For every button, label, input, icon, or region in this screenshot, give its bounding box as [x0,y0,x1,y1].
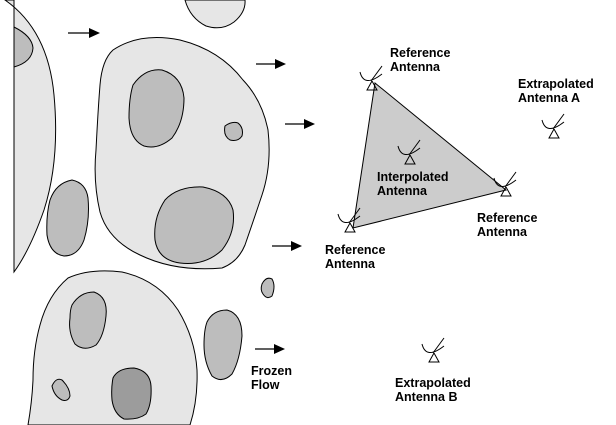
cloud-top [185,0,245,28]
arrow-right-icon [68,28,100,38]
label-reference-left-line1: Reference [325,243,385,257]
label-extrapolated-b-line2: Antenna B [395,390,458,404]
antenna-icon [422,338,444,362]
cloud-small-1 [47,180,89,256]
label-reference-top-line2: Antenna [390,60,441,74]
label-reference-right-line1: Reference [477,211,537,225]
cloud-small-3 [204,310,242,380]
interpolation-triangle [353,83,506,228]
label-reference-left-line2: Antenna [325,257,376,271]
cloud-small-2 [261,278,274,297]
label-interpolated-line1: Interpolated [377,170,449,184]
arrow-right-icon [255,344,285,354]
cloud-large-blob-3 [225,122,243,140]
label-frozen-flow-line1: Frozen [251,364,292,378]
label-reference-right-line2: Antenna [477,225,528,239]
cloud-field [5,0,274,425]
label-extrapolated-a-line1: Extrapolated [518,77,594,91]
arrow-right-icon [285,119,315,129]
label-reference-top-line1: Reference [390,46,450,60]
antenna-icon [542,114,564,138]
label-extrapolated-b-line1: Extrapolated [395,376,471,390]
arrow-right-icon [256,59,286,69]
cloud-bottom-blob-2 [112,368,151,419]
arrow-right-icon [272,241,302,251]
label-interpolated-line2: Antenna [377,184,428,198]
label-frozen-flow-line2: Flow [251,378,280,392]
label-extrapolated-a-line2: Antenna A [518,91,580,105]
